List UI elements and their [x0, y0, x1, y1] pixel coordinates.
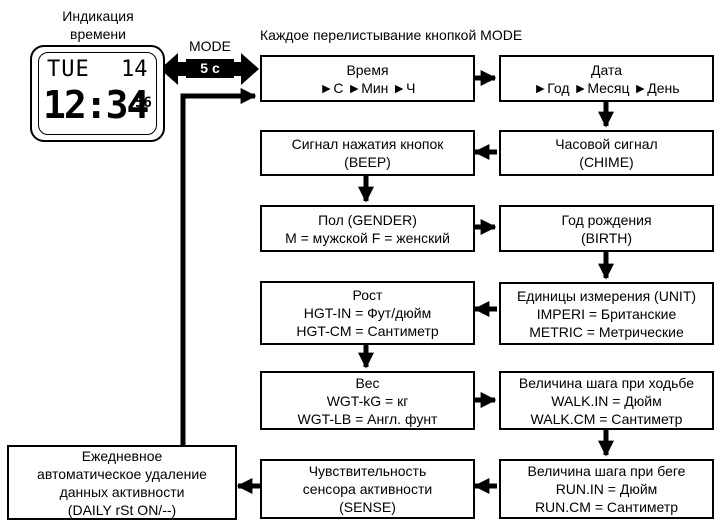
step-date-box: Дата ►Год ►Месяц ►День: [499, 55, 714, 102]
mode-hold-time: 5 с: [200, 60, 220, 76]
step-beep-box: Сигнал нажатия кнопок (BEEP): [260, 130, 475, 176]
step-daily-line3: данных активности: [59, 483, 185, 500]
step-unit-option-metric: METRIC = Метрические: [529, 323, 684, 340]
step-birth-box: Год рождения (BIRTH): [499, 205, 714, 252]
watch-caption-line1: Индикация: [62, 8, 134, 24]
step-time-title: Время: [346, 61, 389, 78]
watch-seconds: 56: [135, 95, 152, 111]
step-time-box: Время ►С ►Мин ►Ч: [260, 55, 475, 102]
step-gender-box: Пол (GENDER) M = мужской F = женский: [260, 205, 475, 252]
flow-header: Каждое перелистывание кнопкой MODE: [260, 27, 523, 43]
step-weight-option-kg: WGT-kG = кг: [326, 392, 409, 409]
step-weight-option-lb: WGT-LB = Англ. фунт: [297, 410, 438, 427]
watch-caption-line2: времени: [70, 26, 126, 42]
step-sense-line3: (SENSE): [339, 499, 396, 515]
step-run-option-cm: RUN.CM = Сантиметр: [534, 499, 679, 515]
watch-display: TUE 14 12:34 56: [38, 52, 157, 135]
step-sense-box: Чувствительность сенсора активности (SEN…: [260, 459, 475, 519]
step-chime-detail: (CHIME): [579, 154, 634, 170]
step-date-title: Дата: [590, 61, 622, 78]
step-unit-box: Единицы измерения (UNIT) IMPERI = Британ…: [499, 282, 714, 345]
step-walk-option-cm: WALK.CM = Сантиметр: [530, 410, 683, 427]
return-loop-arrow: [180, 87, 257, 445]
step-height-option-cm: HGT-CM = Сантиметр: [296, 323, 439, 339]
step-gender-detail: M = мужской F = женский: [285, 229, 450, 246]
step-sense-line2: сенсора активности: [302, 481, 433, 497]
step-walk-box: Величина шага при ходьбе WALK.IN = Дюйм …: [499, 371, 714, 430]
step-chime-title: Часовой сигнал: [555, 136, 658, 152]
watch-caption: Индикация времени: [28, 7, 168, 43]
mode-hold-badge: [186, 59, 234, 78]
step-height-option-in: HGT-IN = Фут/дюйм: [303, 305, 432, 321]
step-daily-line4: (DAILY rSt ON/--): [67, 501, 177, 518]
step-beep-title: Сигнал нажатия кнопок: [291, 136, 444, 152]
watch-face: TUE 14 12:34 56: [30, 45, 165, 142]
step-daily-line2: автоматическое удаление: [37, 465, 207, 482]
watch-day: TUE: [47, 57, 90, 82]
step-weight-title: Вес: [355, 374, 380, 391]
step-run-title: Величина шага при беге: [527, 463, 686, 479]
step-sense-line1: Чувствительность: [308, 463, 427, 479]
step-weight-box: Вес WGT-kG = кг WGT-LB = Англ. фунт: [260, 371, 475, 430]
step-run-option-in: RUN.IN = Дюйм: [555, 481, 658, 497]
step-unit-title: Единицы измерения (UNIT): [516, 287, 697, 304]
step-birth-detail: (BIRTH): [580, 229, 633, 246]
step-height-title: Рост: [352, 287, 383, 303]
watch-date: 14: [121, 57, 148, 82]
step-walk-option-in: WALK.IN = Дюйм: [551, 392, 662, 409]
step-height-box: Рост HGT-IN = Фут/дюйм HGT-CM = Сантимет…: [260, 281, 475, 345]
mode-label: MODE: [189, 38, 231, 54]
step-daily-line1: Ежедневное: [81, 447, 163, 464]
step-birth-title: Год рождения: [561, 211, 652, 228]
step-daily-reset-box: Ежедневное автоматическое удаление данны…: [7, 445, 237, 520]
step-gender-title: Пол (GENDER): [318, 211, 417, 228]
step-time-detail: ►С ►Мин ►Ч: [319, 79, 416, 96]
step-unit-option-imperial: IMPERI = Британские: [536, 305, 677, 322]
step-beep-detail: (BEEP): [344, 154, 391, 170]
step-run-box: Величина шага при беге RUN.IN = Дюйм RUN…: [499, 459, 714, 519]
step-date-detail: ►Год ►Месяц ►День: [533, 79, 680, 96]
step-chime-box: Часовой сигнал (CHIME): [499, 130, 714, 176]
watch-time: 12:34: [43, 83, 149, 127]
step-walk-title: Величина шага при ходьбе: [518, 374, 695, 391]
